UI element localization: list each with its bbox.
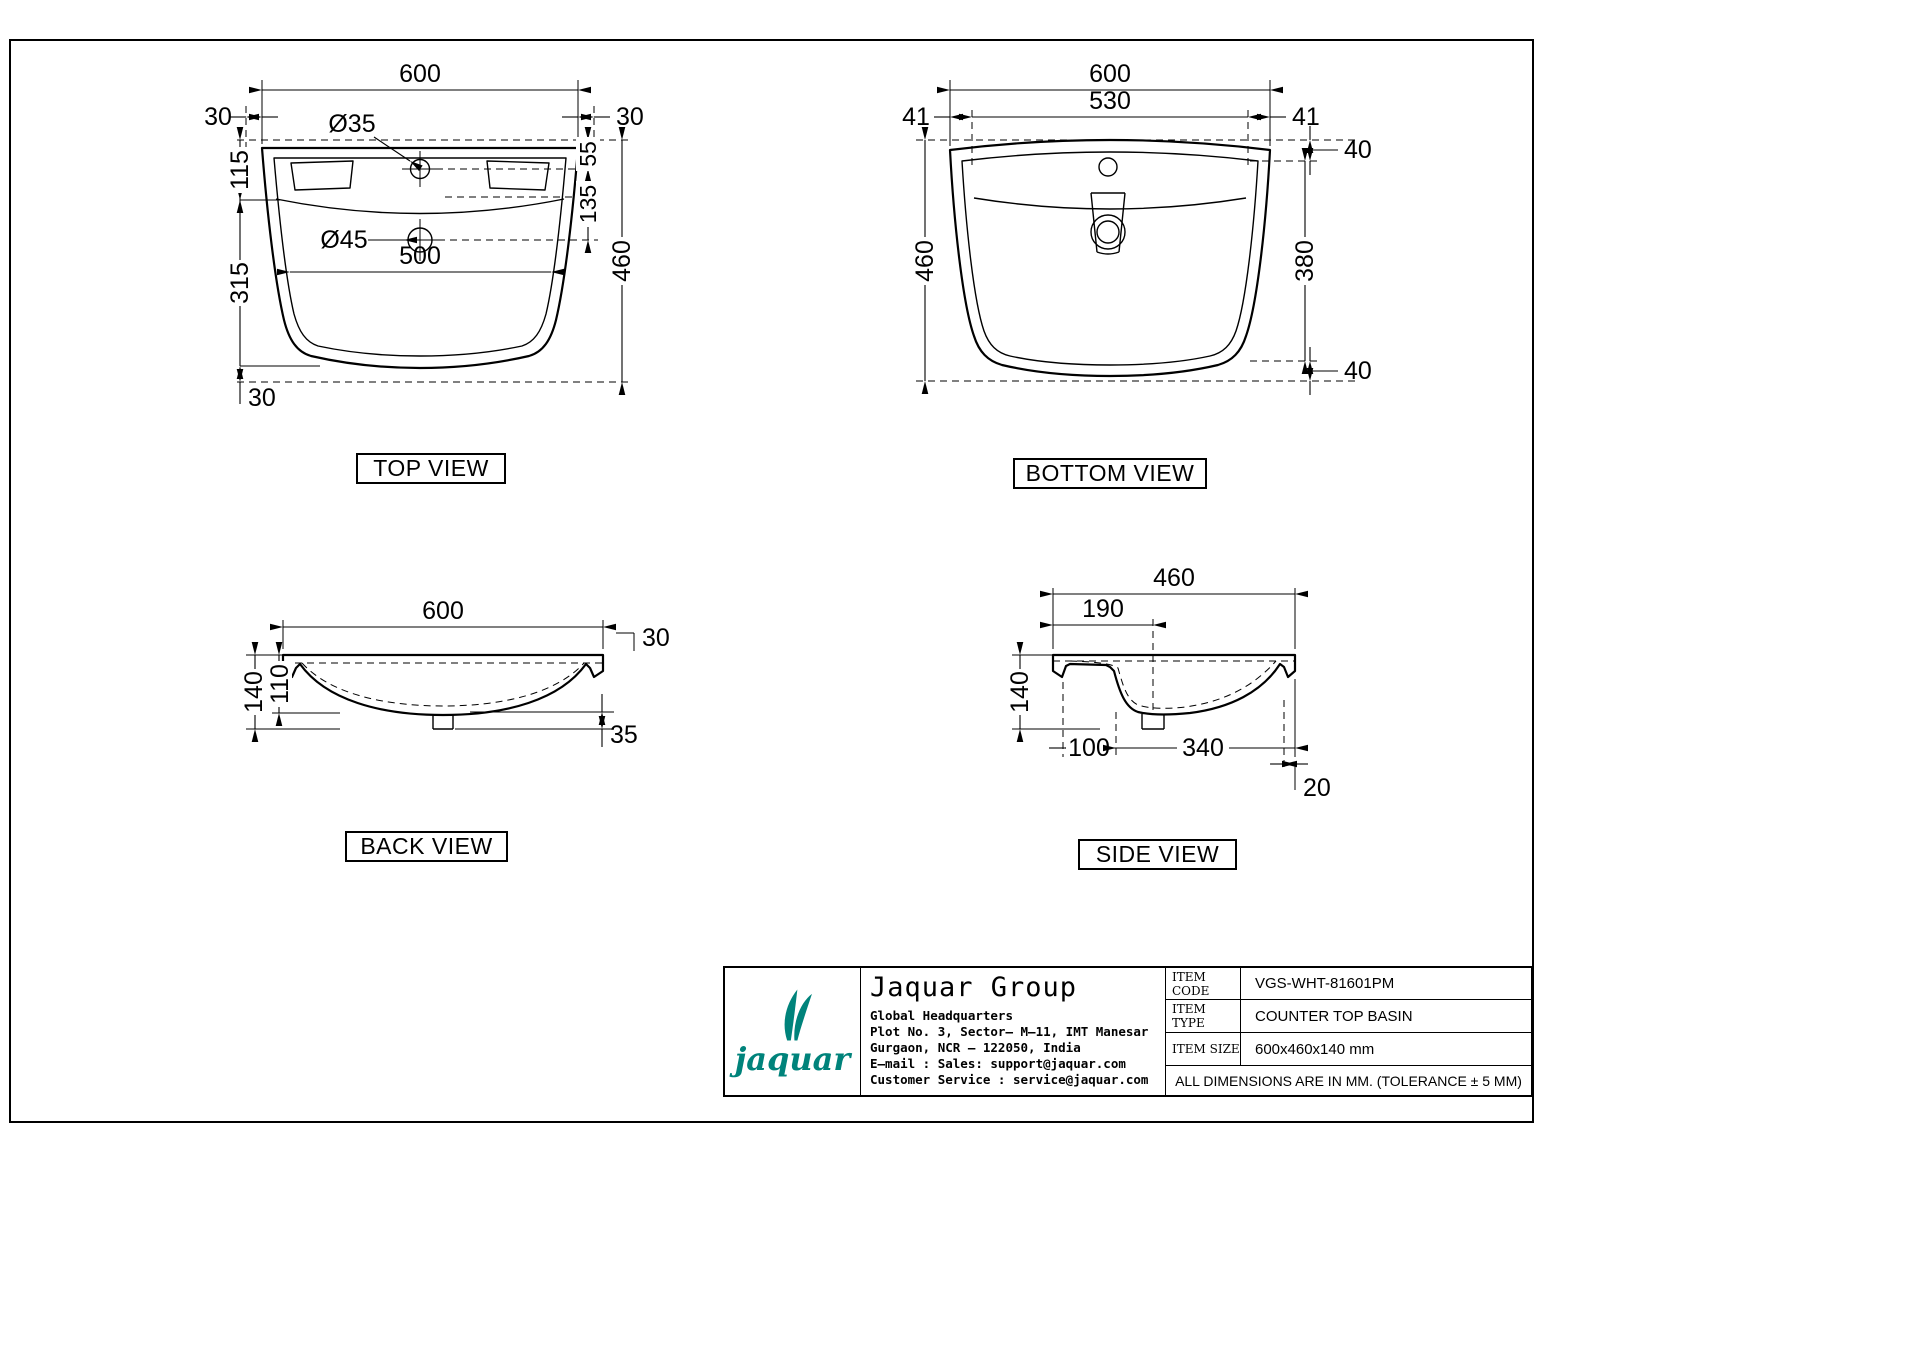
- sheet-border: [9, 39, 1534, 1123]
- tolerance-note: ALL DIMENSIONS ARE IN MM. (TOLERANCE ± 5…: [1165, 1066, 1531, 1095]
- dim-left-offset: 30: [204, 103, 232, 131]
- dim-bottom-inset: 40: [1344, 357, 1372, 385]
- dim-front-lip: 20: [1303, 774, 1331, 802]
- top-view-drawing: 600 30 30 Ø35 Ø45 500 115 315 30: [204, 60, 644, 412]
- dim-rim-offset: 30: [642, 624, 670, 652]
- dim-left-inset: 41: [902, 103, 930, 131]
- deck-edge: [973, 197, 1247, 210]
- item-size-label: ITEM SIZE: [1165, 1033, 1240, 1066]
- hidden-bowl-line: [301, 662, 585, 707]
- dim-overall-width: 600: [399, 60, 441, 88]
- back-view-drawing: 600 30 140 110 35: [240, 597, 670, 749]
- dim-drain-offset: 35: [610, 721, 638, 749]
- item-code-label: ITEM CODE: [1165, 968, 1240, 1000]
- top-view-dimensions: 600 30 30 Ø35 Ø45 500 115 315 30: [204, 60, 644, 412]
- side-view-drawing: 460 190 140 100 340 20: [1006, 564, 1331, 802]
- logo-cell: jaquar: [725, 968, 860, 1095]
- dim-overall-height: 140: [1006, 671, 1034, 713]
- dim-top-inset: 40: [1344, 136, 1372, 164]
- dim-front-overhang: 30: [248, 384, 276, 412]
- dim-overall-height: 140: [240, 671, 268, 713]
- hidden-bowl-line: [1069, 660, 1277, 709]
- drain-inner-circle: [1096, 220, 1120, 244]
- side-view-label: SIDE VIEW: [1078, 839, 1237, 870]
- item-type-value: COUNTER TOP BASIN: [1240, 1000, 1531, 1033]
- title-block: jaquar Jaquar Group Global Headquarters …: [723, 966, 1533, 1097]
- basin-inner-rim: [273, 157, 567, 357]
- dim-overall-width: 600: [422, 597, 464, 625]
- basin-outline: [260, 146, 580, 370]
- dim-bowl-seg: 340: [1182, 734, 1224, 762]
- dim-back-seg: 100: [1068, 734, 1110, 762]
- drain-stub: [432, 714, 454, 730]
- basin-inner-shell: [961, 151, 1259, 366]
- back-view-label: BACK VIEW: [345, 831, 508, 862]
- company-cell: Jaquar Group Global Headquarters Plot No…: [860, 968, 1165, 1095]
- company-name: Jaquar Group: [870, 972, 1078, 1003]
- right-slot: [486, 160, 550, 191]
- back-view-dimensions: 600 30 140 110 35: [240, 597, 670, 749]
- dim-inner-width: 500: [399, 242, 441, 270]
- dim-right-offset: 30: [616, 103, 644, 131]
- item-code-value: VGS-WHT-81601PM: [1240, 968, 1531, 1000]
- dim-back-ledge-depth: 115: [226, 150, 254, 190]
- bottom-view-label: BOTTOM VIEW: [1013, 458, 1207, 489]
- dim-overall-depth: 460: [1153, 564, 1195, 592]
- dim-overall-depth: 460: [911, 240, 939, 282]
- dim-faucet-dia: Ø35: [328, 110, 375, 138]
- basin-outline: [948, 138, 1272, 378]
- dim-faucet-from-edge: 55: [575, 141, 601, 167]
- item-size-value: 600x460x140 mm: [1240, 1033, 1531, 1066]
- drain-outer-circle: [1090, 214, 1126, 250]
- dim-overall-depth: 460: [608, 240, 636, 282]
- dim-drain-from-back: 190: [1082, 595, 1124, 623]
- faucet-hole: [1098, 157, 1118, 177]
- dim-overall-width: 600: [1089, 60, 1131, 88]
- dim-right-inset: 41: [1292, 103, 1320, 131]
- dim-faucet-to-drain: 135: [575, 185, 601, 223]
- address-line: Gurgaon, NCR – 122050, India: [870, 1040, 1081, 1056]
- address-line: E–mail : Sales: support@jaquar.com: [870, 1056, 1126, 1072]
- dim-inner-width: 530: [1089, 87, 1131, 115]
- address-line: Plot No. 3, Sector– M–11, IMT Manesar: [870, 1024, 1149, 1040]
- dim-drain-dia: Ø45: [320, 226, 367, 254]
- bottom-view-dimensions: 600 530 41 41 460 380 40 40: [902, 60, 1372, 395]
- profile-outline: [1051, 653, 1297, 716]
- dim-inner-depth: 380: [1291, 240, 1319, 282]
- profile-outline: [281, 653, 605, 717]
- jaquar-logo-icon: [784, 989, 812, 1041]
- deck-edge: [275, 198, 565, 215]
- address-line: Customer Service : service@jaquar.com: [870, 1072, 1149, 1088]
- drain-stub: [1141, 714, 1165, 730]
- dim-bowl-height: 110: [266, 664, 294, 704]
- top-view-label: TOP VIEW: [356, 453, 506, 484]
- address-line: Global Headquarters: [870, 1008, 1013, 1024]
- side-view-dimensions: 460 190 140 100 340 20: [1006, 564, 1331, 802]
- jaquar-wordmark: jaquar: [734, 1040, 851, 1078]
- left-slot: [290, 160, 354, 191]
- item-type-label: ITEM TYPE: [1165, 1000, 1240, 1033]
- dim-bowl-depth: 315: [226, 262, 254, 304]
- bottom-view-drawing: 600 530 41 41 460 380 40 40: [902, 60, 1372, 395]
